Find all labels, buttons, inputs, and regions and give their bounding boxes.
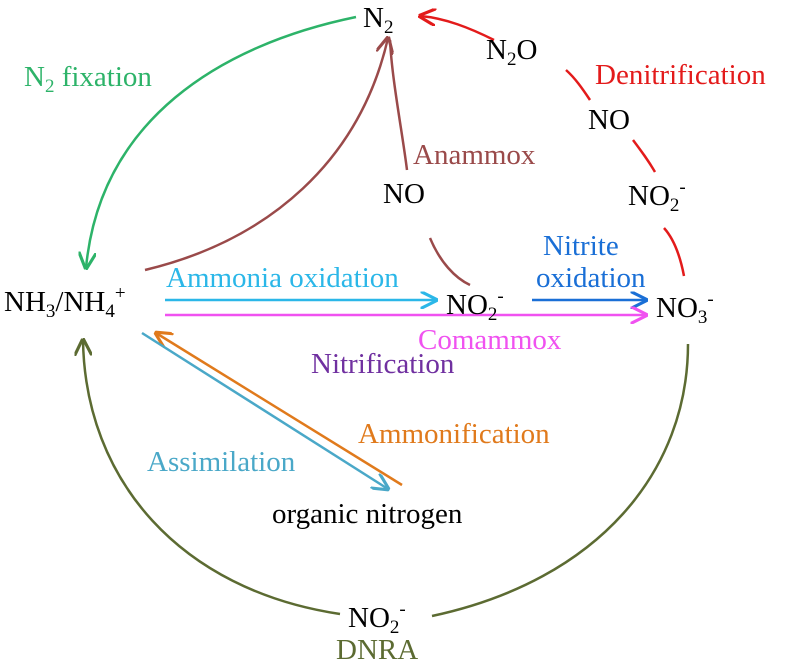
denit-n2o-to-n2-arrow [420,16,495,42]
organic-nitrogen-species: organic nitrogen [272,498,463,530]
no2-species-dnra: NO2- [348,599,406,638]
denitrification-label: Denitrification [595,59,766,91]
dnra-no2-to-nh4-arrow [83,340,341,616]
denit-no-to-n2o-arrow [565,69,592,101]
no2-species-denitrification: NO2- [628,177,686,216]
ammonification-label: Ammonification [358,418,550,450]
anammox-nh4-to-n2-arrow [144,38,388,272]
no-species-denitrification: NO [588,104,630,136]
ammonification-arrow [156,333,403,487]
nitrite-oxidation-label-line2: oxidation [536,262,646,294]
no3-species: NO3- [656,289,714,328]
nitrification-label: Nitrification [311,348,455,380]
n2-fixation-arrow [86,15,357,268]
nh3-nh4-species: NH3/NH4+ [4,283,126,322]
comammox-label: Comammox [418,324,562,356]
dnra-label: DNRA [336,634,419,666]
n2o-species: N2O [486,34,538,70]
denit-no3-to-no2-arrow [663,227,686,277]
dnra-no3-to-no2-arrow [431,343,690,618]
no2-species-center: NO2- [446,286,504,325]
n2-fixation-label: N2 fixation [24,61,152,97]
assimilation-arrow [141,331,388,489]
anammox-no-to-n2-arrow [388,39,409,171]
ammonia-oxidation-label: Ammonia oxidation [166,262,399,294]
denit-no2-to-no-arrow [631,139,657,173]
n2-species: N2 [363,2,394,38]
anammox-no2-to-no-arrow [428,237,471,287]
assimilation-label: Assimilation [147,446,296,478]
anammox-label: Anammox [413,139,536,171]
no-species-anammox: NO [383,178,425,210]
nitrite-oxidation-label-line1: Nitrite [543,230,619,262]
